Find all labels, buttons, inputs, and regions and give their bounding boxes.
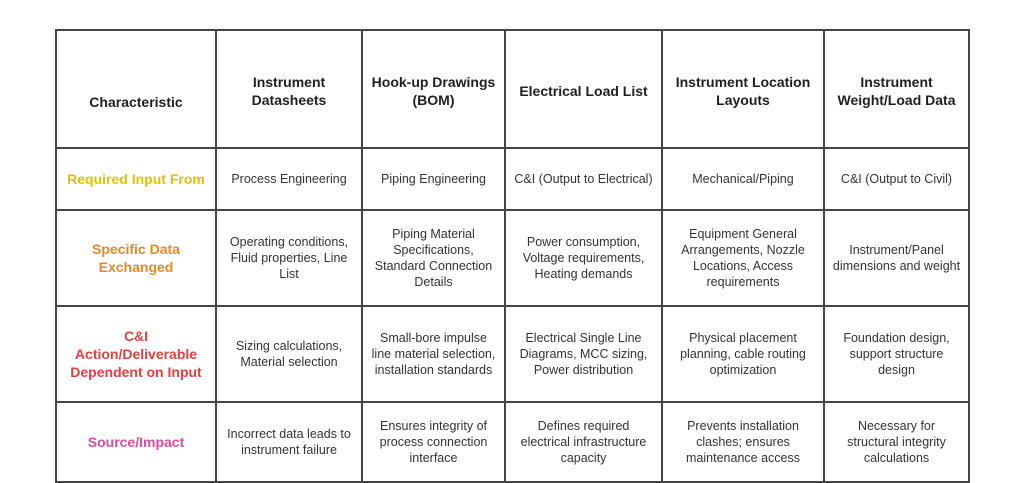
- table-cell: C&I (Output to Electrical): [504, 147, 663, 211]
- table-cell: Equipment General Arrangements, Nozzle L…: [661, 209, 825, 307]
- table-cell: Mechanical/Piping: [661, 147, 825, 211]
- header-characteristic: Characteristic: [55, 29, 217, 149]
- header-row: Characteristic Instrument Datasheets Hoo…: [55, 29, 970, 149]
- comparison-table: Characteristic Instrument Datasheets Hoo…: [55, 29, 970, 483]
- table-cell: Operating conditions, Fluid properties, …: [215, 209, 363, 307]
- row-label-specific-data: Specific Data Exchanged: [55, 209, 217, 307]
- table-cell: Small-bore impulse line material selecti…: [361, 305, 506, 403]
- table-cell: Prevents installation clashes; ensures m…: [661, 401, 825, 483]
- row-label-required-input: Required Input From: [55, 147, 217, 211]
- table-cell: Necessary for structural integrity calcu…: [823, 401, 970, 483]
- table-cell: Power consumption, Voltage requirements,…: [504, 209, 663, 307]
- table-cell: Sizing calculations, Material selection: [215, 305, 363, 403]
- header-instrument-datasheets: Instrument Datasheets: [215, 29, 363, 149]
- header-instrument-weight-load-data: Instrument Weight/Load Data: [823, 29, 970, 149]
- table-cell: Instrument/Panel dimensions and weight: [823, 209, 970, 307]
- table-row: Required Input From Process Engineering …: [55, 147, 970, 211]
- table-row: Source/Impact Incorrect data leads to in…: [55, 401, 970, 483]
- table-cell: Electrical Single Line Diagrams, MCC siz…: [504, 305, 663, 403]
- header-hookup-drawings: Hook-up Drawings (BOM): [361, 29, 506, 149]
- table-cell: Incorrect data leads to instrument failu…: [215, 401, 363, 483]
- table-cell: C&I (Output to Civil): [823, 147, 970, 211]
- table-row: Specific Data Exchanged Operating condit…: [55, 209, 970, 307]
- row-label-action-deliverable: C&I Action/Deliverable Dependent on Inpu…: [55, 305, 217, 403]
- table-cell: Ensures integrity of process connection …: [361, 401, 506, 483]
- row-label-source-impact: Source/Impact: [55, 401, 217, 483]
- table-cell: Physical placement planning, cable routi…: [661, 305, 825, 403]
- table-row: C&I Action/Deliverable Dependent on Inpu…: [55, 305, 970, 403]
- table-cell: Piping Engineering: [361, 147, 506, 211]
- table-cell: Defines required electrical infrastructu…: [504, 401, 663, 483]
- header-instrument-location-layouts: Instrument Location Layouts: [661, 29, 825, 149]
- table-cell: Piping Material Specifications, Standard…: [361, 209, 506, 307]
- header-electrical-load-list: Electrical Load List: [504, 29, 663, 149]
- table-cell: Foundation design, support structure des…: [823, 305, 970, 403]
- table-cell: Process Engineering: [215, 147, 363, 211]
